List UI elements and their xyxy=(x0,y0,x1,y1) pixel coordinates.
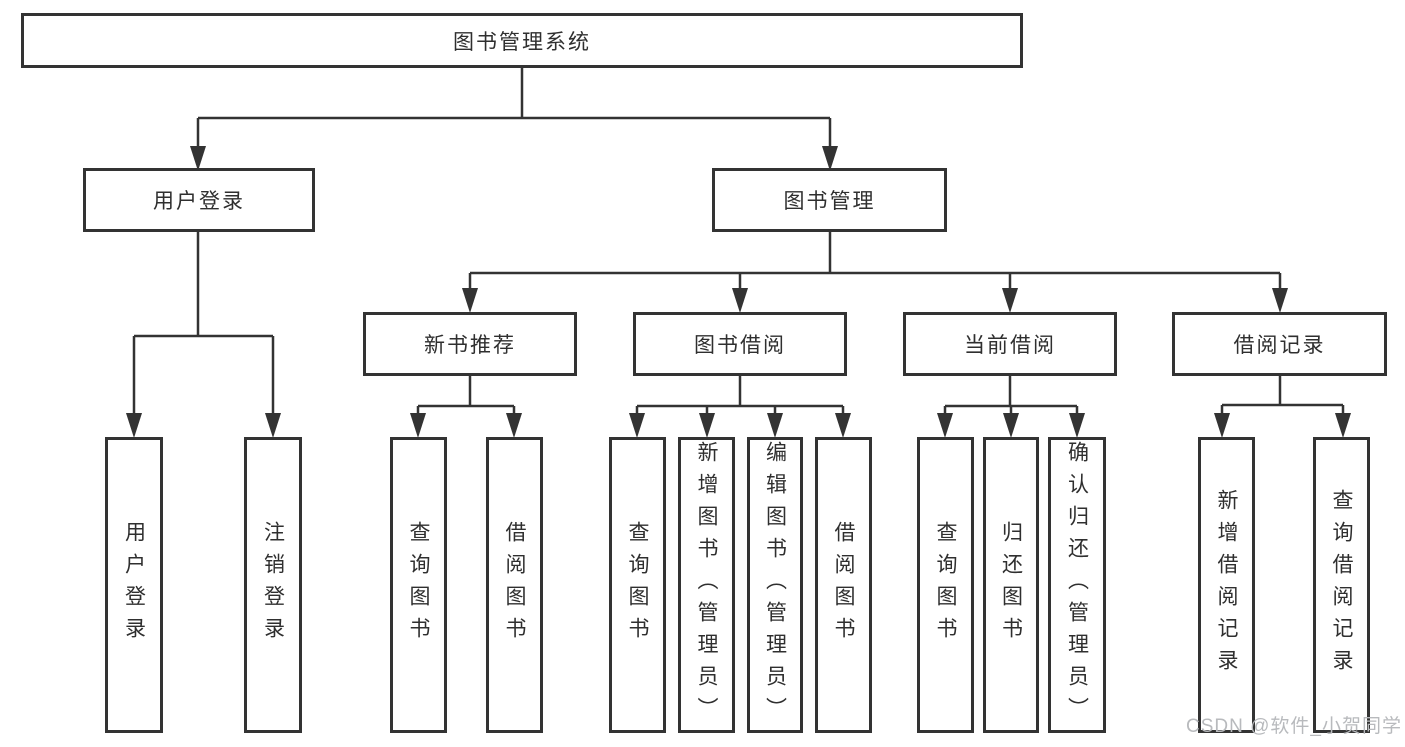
node-current-borrow: 当前借阅 xyxy=(903,312,1117,376)
leaf-label: 查询图书 xyxy=(407,521,430,649)
node-borrow-record: 借阅记录 xyxy=(1172,312,1387,376)
leaf-borrow-query-book: 查询图书 xyxy=(609,437,666,733)
leaf-label: 编辑图书（管理员） xyxy=(763,441,787,729)
arrowheads xyxy=(126,146,1351,438)
leaf-current-query-book: 查询图书 xyxy=(917,437,974,733)
leaf-label: 查询图书 xyxy=(934,521,957,649)
leaf-newbook-borrow-book: 借阅图书 xyxy=(486,437,543,733)
leaf-label: 新增借阅记录 xyxy=(1215,489,1238,681)
node-book-borrow: 图书借阅 xyxy=(633,312,847,376)
leaf-newbook-query-book: 查询图书 xyxy=(390,437,447,733)
leaf-borrow-borrow-book: 借阅图书 xyxy=(815,437,872,733)
node-book-management: 图书管理 xyxy=(712,168,947,232)
leaf-label: 归还图书 xyxy=(999,521,1023,649)
node-label: 图书借阅 xyxy=(694,334,786,357)
leaf-label: 借阅图书 xyxy=(503,521,526,649)
leaf-label: 用户登录 xyxy=(122,521,146,649)
node-new-book-recommend: 新书推荐 xyxy=(363,312,577,376)
node-label: 用户登录 xyxy=(153,190,245,213)
csdn-watermark: CSDN @软件_小贺同学 xyxy=(1186,716,1402,737)
node-user-login: 用户登录 xyxy=(83,168,315,232)
leaf-label: 查询图书 xyxy=(626,521,649,649)
leaf-record-query-borrow-record: 查询借阅记录 xyxy=(1313,437,1370,733)
node-label: 图书管理系统 xyxy=(453,30,591,54)
leaf-record-add-borrow-record: 新增借阅记录 xyxy=(1198,437,1255,733)
node-label: 当前借阅 xyxy=(964,334,1056,357)
leaf-label: 注销登录 xyxy=(261,521,285,649)
leaf-label: 借阅图书 xyxy=(832,521,855,649)
node-label: 新书推荐 xyxy=(424,334,516,357)
leaf-label: 新增图书（管理员） xyxy=(695,441,718,729)
node-label: 借阅记录 xyxy=(1233,334,1326,357)
leaf-label: 确认归还（管理员） xyxy=(1065,441,1089,729)
node-root-system: 图书管理系统 xyxy=(21,13,1023,68)
leaf-user-login: 用户登录 xyxy=(105,437,163,733)
leaf-borrow-add-book-admin: 新增图书（管理员） xyxy=(678,437,735,733)
leaf-borrow-edit-book-admin: 编辑图书（管理员） xyxy=(747,437,803,733)
leaf-current-confirm-return-admin: 确认归还（管理员） xyxy=(1048,437,1106,733)
leaf-label: 查询借阅记录 xyxy=(1330,489,1353,681)
leaf-current-return-book: 归还图书 xyxy=(983,437,1039,733)
leaf-logout: 注销登录 xyxy=(244,437,302,733)
node-label: 图书管理 xyxy=(783,190,876,213)
